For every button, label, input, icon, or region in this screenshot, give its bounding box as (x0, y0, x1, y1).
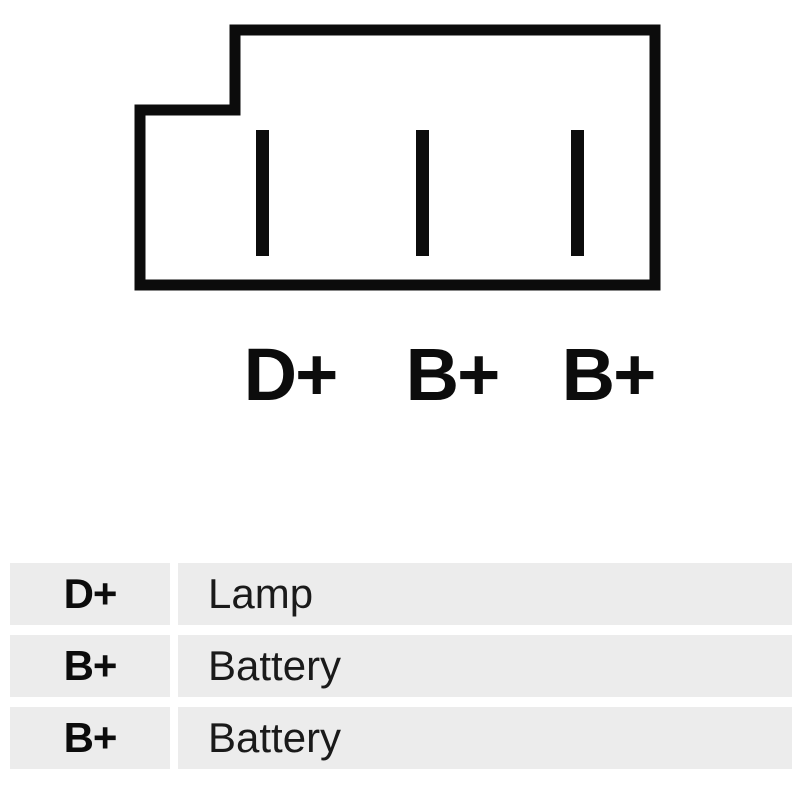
connector-diagram (134, 24, 661, 291)
legend-description-cell: Battery (178, 707, 792, 769)
legend-description-cell: Lamp (178, 563, 792, 625)
terminal-label-bplus-2: B+ (561, 333, 657, 416)
terminal-pin-3 (571, 130, 584, 256)
legend-description-cell: Battery (178, 635, 792, 697)
legend-terminal-cell: D+ (10, 563, 170, 625)
terminal-pin-2 (416, 130, 429, 256)
legend-terminal-cell: B+ (10, 707, 170, 769)
terminal-label-dplus: D+ (243, 333, 339, 416)
terminal-pin-1 (256, 130, 269, 256)
terminal-labels: D+ B+ B+ (0, 330, 800, 420)
legend-terminal-cell: B+ (10, 635, 170, 697)
terminal-label-bplus-1: B+ (405, 333, 501, 416)
terminal-legend-table: D+ Lamp B+ Battery B+ Battery (10, 563, 792, 769)
